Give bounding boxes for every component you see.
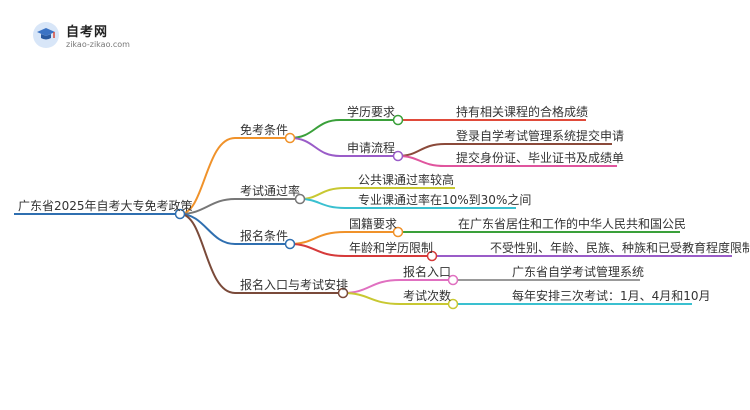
branch-registration-conditions: 报名条件 — [240, 229, 289, 243]
root-topic: 广东省2025年自考大专免考政策 — [18, 199, 193, 213]
logo-title: 自考网 — [66, 25, 109, 40]
node-major-course-rate: 专业课通过率在10%到30%之间 — [358, 193, 532, 207]
node-nationality-requirement: 国籍要求 — [349, 217, 398, 231]
node-public-course-rate: 公共课通过率较高 — [358, 173, 455, 187]
leaf-login-submit: 登录自学考试管理系统提交申请 — [456, 129, 625, 143]
node-registration-entry: 报名入口 — [403, 265, 452, 279]
leaf-qualified-scores: 持有相关课程的合格成绩 — [456, 105, 589, 119]
leaf-resident-citizen: 在广东省居住和工作的中华人民共和国公民 — [458, 217, 687, 231]
leaf-submit-documents: 提交身份证、毕业证书及成绩单 — [456, 151, 625, 165]
node-education-requirement: 学历要求 — [347, 105, 396, 119]
node-application-process: 申请流程 — [347, 141, 396, 155]
leaf-no-restriction: 不受性别、年龄、民族、种族和已受教育程度限制 — [490, 241, 750, 255]
logo-subtitle: zikao-zikao.com — [66, 40, 130, 49]
graduation-cap-icon — [33, 22, 59, 48]
leaf-three-exams: 每年安排三次考试：1月、4月和10月 — [512, 289, 711, 303]
branch-registration-and-schedule: 报名入口与考试安排 — [240, 278, 349, 292]
site-logo[interactable]: 自考网 zikao-zikao.com — [28, 18, 158, 52]
node-age-education-limit: 年龄和学历限制 — [349, 241, 434, 255]
branch-exemption-conditions: 免考条件 — [240, 123, 289, 137]
branch-pass-rate: 考试通过率 — [240, 184, 301, 198]
leaf-management-system: 广东省自学考试管理系统 — [512, 265, 645, 279]
node-exam-count: 考试次数 — [403, 289, 452, 303]
